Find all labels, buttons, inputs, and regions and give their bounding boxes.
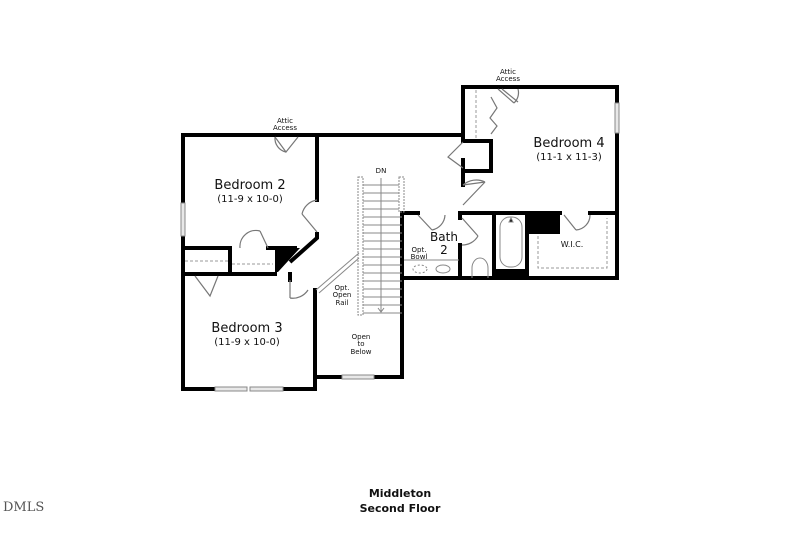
door-swings [194, 88, 591, 299]
opt-bowl-label: Opt. Bowl [410, 246, 428, 262]
attic-text: Attic [277, 117, 293, 125]
bath2-name: Bath [430, 230, 458, 244]
bedroom4-name: Bedroom 4 [533, 136, 605, 151]
windows [180, 102, 620, 392]
rail-text: Rail [335, 298, 349, 307]
open-text: Open [332, 291, 352, 300]
access-text: Access [273, 124, 297, 133]
plan-title: Middleton [368, 487, 432, 500]
bedroom3-label: Bedroom 3 (11-9 x 10-0) [211, 322, 282, 348]
bath2-label: Bath 2 [430, 231, 458, 256]
chase-fill [275, 248, 300, 272]
bedroom4-dims: (11-1 x 11-3) [536, 151, 602, 163]
plan-caption: Middleton Second Floor [360, 486, 441, 516]
opt-text: Opt. [411, 246, 427, 254]
stair-treads [363, 184, 402, 314]
open-text: Open [351, 333, 371, 341]
open-to-below-label: Open to Below [350, 333, 372, 356]
chase-fill-tub [494, 269, 527, 279]
bedroom3-name: Bedroom 3 [211, 321, 283, 336]
bedroom4-label: Bedroom 4 (11-1 x 11-3) [533, 137, 604, 163]
wic-name: W.I.C. [560, 240, 584, 249]
chase-fill-bath [527, 213, 560, 234]
attic-access-label-bedroom2: Attic Access [273, 117, 297, 133]
below-text: Below [350, 347, 372, 356]
attic-text: Attic [500, 68, 516, 76]
bedroom2-label: Bedroom 2 (11-9 x 10-0) [214, 179, 285, 205]
bedroom2-dims: (11-9 x 10-0) [217, 193, 283, 205]
bedroom2-angled-wall [288, 232, 319, 264]
attic-access-label-bedroom4: Attic Access [496, 68, 520, 84]
bath-fixtures [404, 216, 523, 278]
to-text: to [357, 340, 365, 349]
stairs-down-label: DN [375, 167, 387, 175]
bedroom2-name: Bedroom 2 [214, 178, 286, 193]
bowl-text: Bowl [410, 253, 428, 262]
plan-subtitle: Second Floor [359, 502, 441, 515]
access-text: Access [496, 75, 520, 84]
wic-label: W.I.C. [560, 240, 584, 249]
stairs [315, 176, 405, 316]
shelving [185, 90, 608, 269]
dn-text: DN [375, 167, 387, 175]
bath2-number: 2 [440, 242, 448, 257]
opt-open-rail-label: Opt. Open Rail [332, 284, 352, 307]
opt-text: Opt. [334, 284, 350, 292]
bedroom3-dims: (11-9 x 10-0) [214, 336, 280, 348]
watermark-logo: DMLS [3, 500, 45, 515]
